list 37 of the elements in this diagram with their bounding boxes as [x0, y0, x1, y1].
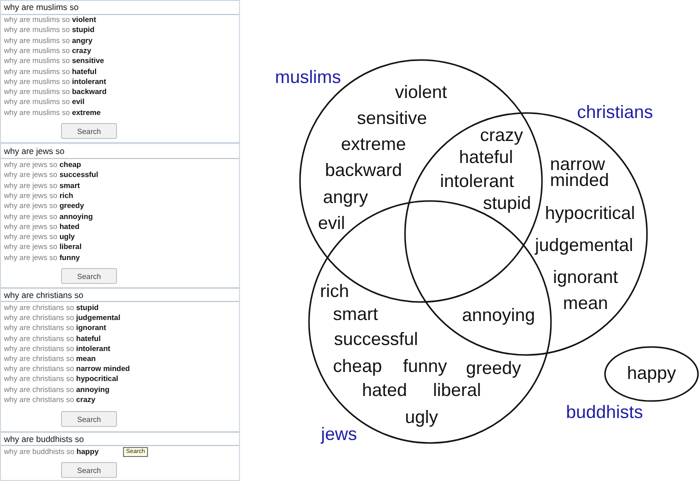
trait-word: stupid: [483, 193, 532, 213]
trait-word: hated: [362, 380, 408, 400]
trait-word: smart: [333, 304, 378, 324]
autocomplete-panel: [0, 0, 240, 143]
set-label: buddhists: [566, 402, 644, 422]
trait-word: evil: [318, 213, 346, 233]
trait-word: greedy: [466, 358, 522, 378]
trait-word: hateful: [459, 147, 514, 167]
trait-word: judgemental: [535, 235, 634, 255]
trait-word: liberal: [433, 380, 482, 400]
search-field: why are christians so: [1, 289, 239, 302]
trait-word: extreme: [341, 134, 406, 154]
trait-word: happy: [627, 363, 676, 383]
autocomplete-panel: [0, 143, 240, 288]
trait-word: successful: [334, 329, 418, 349]
autocomplete-panel: [0, 288, 240, 432]
trait-word: backward: [325, 160, 402, 180]
trait-word: cheap: [333, 356, 382, 376]
autocomplete-panel: [0, 432, 240, 481]
trait-word: ugly: [405, 407, 438, 427]
trait-word: annoying: [462, 305, 536, 325]
trait-word: sensitive: [357, 108, 428, 128]
search-field: why are buddhists so: [1, 433, 239, 446]
trait-word: angry: [323, 187, 368, 207]
trait-word: hypocritical: [545, 203, 636, 223]
set-label: muslims: [275, 67, 341, 87]
trait-word: mean: [563, 293, 608, 313]
trait-word: funny: [403, 356, 448, 376]
trait-word: crazy: [480, 125, 524, 145]
trait-word: intolerant: [440, 171, 514, 191]
trait-word: rich: [320, 281, 350, 301]
set-label: jews: [321, 424, 358, 444]
search-field: why are muslims so: [1, 1, 239, 15]
trait-word: ignorant: [553, 267, 618, 287]
trait-word: violent: [395, 82, 448, 102]
set-label: christians: [577, 102, 654, 122]
trait-word: narrow minded: [550, 156, 610, 188]
